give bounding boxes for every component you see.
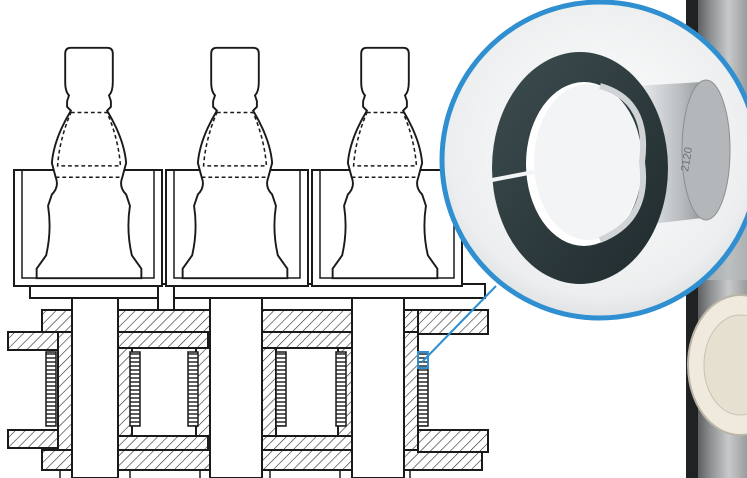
bottle-icon (181, 46, 289, 280)
bottle-station-3 (311, 46, 463, 287)
engraving-text: 2120 (679, 146, 695, 172)
bottle-station-1 (13, 46, 163, 287)
bottle-icon (331, 46, 439, 280)
bushing-detail: 2120 (439, 0, 747, 321)
machine-base (7, 283, 489, 478)
bottle-station-2 (165, 46, 309, 287)
magnifier-callout-icon (417, 285, 497, 369)
bottle-icon (35, 46, 143, 280)
flanged-bushing-icon: 2120 (491, 52, 731, 284)
